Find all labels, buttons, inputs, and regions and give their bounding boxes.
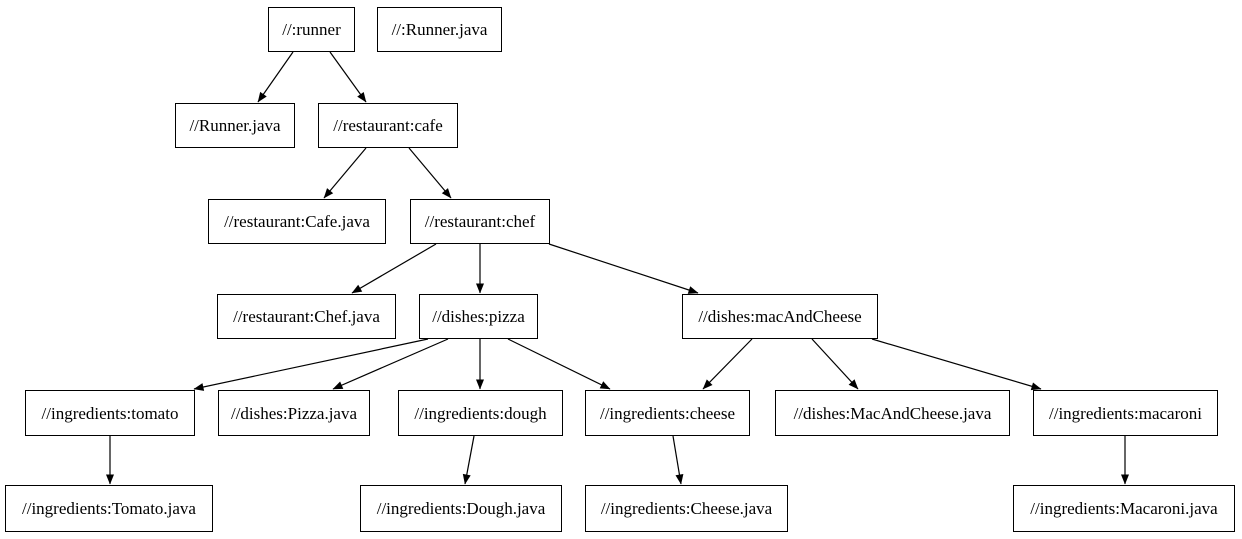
- node-chef: //restaurant:chef: [410, 199, 550, 244]
- node-label: //restaurant:chef: [424, 212, 536, 231]
- node-label: //restaurant:cafe: [333, 116, 443, 135]
- node-label: //:runner: [282, 20, 341, 39]
- node-runner: //:runner: [268, 7, 355, 52]
- node-chef-java: //restaurant:Chef.java: [217, 294, 396, 339]
- node-label: //ingredients:Tomato.java: [22, 499, 196, 518]
- edge-cheese-to-cheese-java: [672, 435, 684, 485]
- node-label: //restaurant:Chef.java: [233, 307, 380, 326]
- node-cheese-java: //ingredients:Cheese.java: [585, 485, 788, 532]
- edge-chef-to-mac-and-cheese: [548, 243, 699, 294]
- edge-chef-to-chef-java: [351, 243, 437, 294]
- node-runner-java-file: //Runner.java: [175, 103, 295, 148]
- node-cheese: //ingredients:cheese: [585, 390, 750, 436]
- node-label: //ingredients:tomato: [41, 403, 179, 423]
- node-label: //dishes:macAndCheese: [698, 307, 862, 326]
- node-label: //ingredients:Macaroni.java: [1030, 499, 1218, 518]
- node-tomato: //ingredients:tomato: [25, 390, 195, 436]
- edge-pizza-to-pizza-java: [332, 338, 449, 390]
- node-label: //ingredients:Dough.java: [376, 499, 546, 518]
- node-label: //:Runner.java: [391, 20, 488, 39]
- edge-runner-to-cafe: [329, 51, 367, 103]
- node-label: //dishes:pizza: [432, 307, 525, 326]
- node-label: //dishes:MacAndCheese.java: [793, 403, 992, 423]
- node-cafe-java: //restaurant:Cafe.java: [208, 199, 386, 244]
- edge-cafe-to-chef: [408, 147, 452, 199]
- node-dough: //ingredients:dough: [398, 390, 563, 436]
- edge-dough-to-dough-java: [462, 435, 475, 485]
- node-dough-java: //ingredients:Dough.java: [360, 485, 562, 532]
- node-label: //Runner.java: [189, 116, 281, 135]
- node-pizza: //dishes:pizza: [419, 294, 538, 339]
- node-label: //restaurant:Cafe.java: [224, 212, 370, 231]
- node-label: //ingredients:macaroni: [1049, 403, 1202, 423]
- edge-mac-and-cheese-to-macaroni: [871, 338, 1042, 391]
- node-label: //ingredients:dough: [414, 403, 547, 423]
- node-label: //dishes:Pizza.java: [230, 403, 358, 423]
- node-macaroni: //ingredients:macaroni: [1033, 390, 1218, 436]
- node-label: //ingredients:Cheese.java: [600, 499, 773, 518]
- node-label: //ingredients:cheese: [599, 403, 735, 423]
- edge-mac-and-cheese-to-cheese: [702, 338, 753, 390]
- node-cafe: //restaurant:cafe: [318, 103, 458, 148]
- node-runner-java-target: //:Runner.java: [377, 7, 502, 52]
- node-tomato-java: //ingredients:Tomato.java: [5, 485, 213, 532]
- edge-runner-to-runner-java-file: [257, 51, 294, 103]
- edge-cafe-to-cafe-java: [323, 147, 367, 199]
- node-macaroni-java: //ingredients:Macaroni.java: [1013, 485, 1235, 532]
- edge-pizza-to-tomato: [193, 338, 429, 391]
- node-mac-and-cheese: //dishes:macAndCheese: [682, 294, 878, 339]
- edge-pizza-to-cheese: [507, 338, 611, 390]
- edge-mac-and-cheese-to-mac-and-cheese-java: [811, 338, 859, 390]
- node-mac-and-cheese-java: //dishes:MacAndCheese.java: [775, 390, 1010, 436]
- node-pizza-java: //dishes:Pizza.java: [218, 390, 370, 436]
